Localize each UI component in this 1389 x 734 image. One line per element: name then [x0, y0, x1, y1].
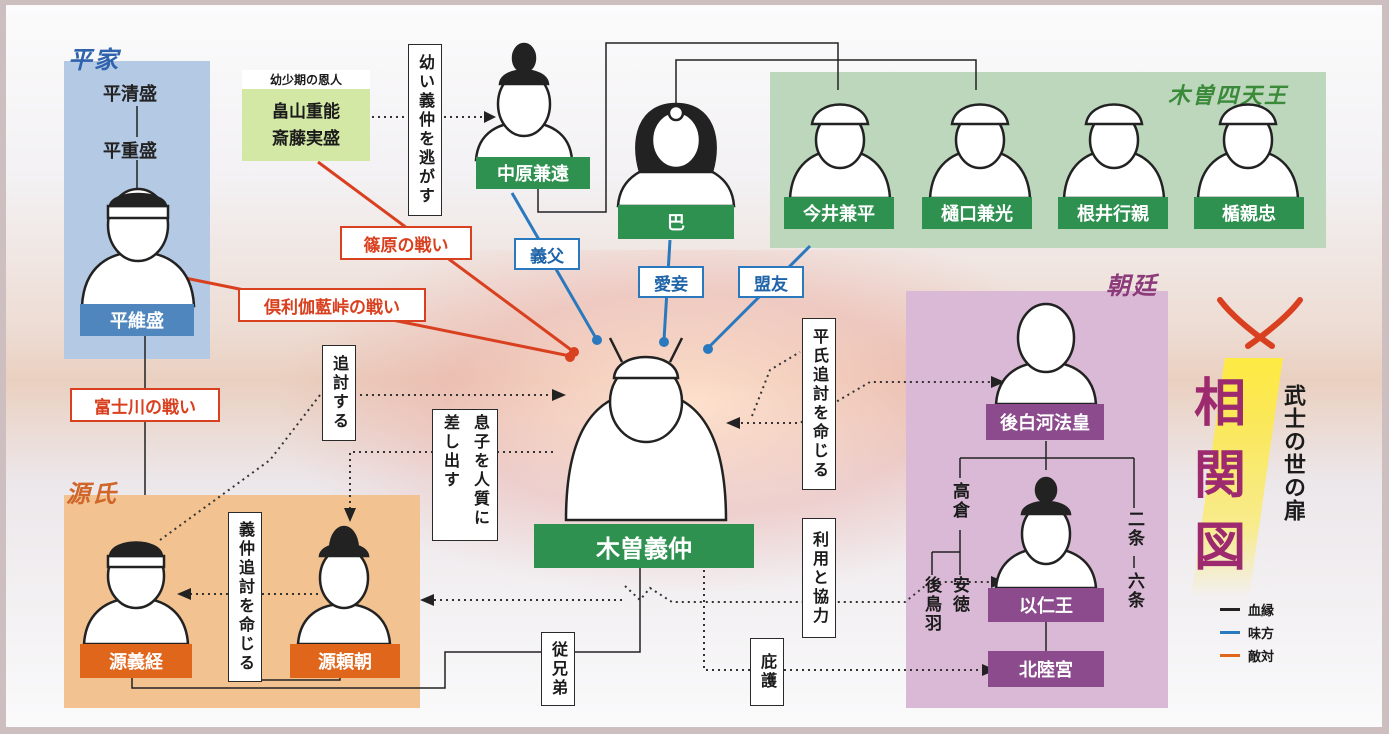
label-shinohara: 篠原の戦い — [340, 226, 472, 260]
tag-yoshitsune: 源義経 — [80, 644, 192, 678]
legend-label-blood: 血縁 — [1248, 604, 1275, 619]
tag-higuchi: 樋口兼光 — [922, 197, 1032, 229]
legend-label-enemy: 敵対 — [1248, 650, 1275, 665]
group-title-shitenno: 木曽四天王 — [1168, 83, 1289, 109]
legend-line-ally — [1220, 631, 1240, 634]
legend-label-ally: 味方 — [1248, 627, 1275, 642]
tag-nenoi: 根井行親 — [1058, 197, 1168, 229]
name-kiyomori: 平清盛 — [103, 84, 157, 105]
label-nigasu: 幼い義仲を逃がす — [408, 44, 442, 216]
group-title-heike: 平家 — [68, 45, 120, 74]
label-tsuito: 追討する — [322, 345, 356, 441]
blood-lines — [131, 42, 1135, 689]
name-antoku: 安徳 — [949, 576, 969, 614]
label-heishi-tsuito: 平氏追討を命じる — [802, 318, 836, 490]
tag-tate: 楯親忠 — [1194, 197, 1304, 229]
legend-item-ally: 味方 — [1220, 621, 1274, 644]
group-title-chotei: 朝廷 — [1106, 271, 1158, 300]
benefactor-name-1: 畠山重能 — [272, 102, 340, 122]
figures — [80, 42, 1300, 646]
legend: 血縁 味方 敵対 — [1220, 598, 1274, 667]
legend-item-blood: 血縁 — [1220, 598, 1274, 621]
group-title-genji: 源氏 — [66, 479, 118, 508]
benefactor-caption: 幼少期の恩人 — [242, 70, 370, 89]
label-higo: 庇護 — [750, 638, 784, 706]
name-takakura: 高倉 — [949, 482, 969, 520]
tag-hokurokunomiya: 北陸宮 — [988, 651, 1104, 687]
logo-char-2: 関 — [1194, 445, 1247, 506]
tag-koremori: 平維盛 — [80, 304, 194, 336]
tag-imai: 今井兼平 — [784, 197, 894, 229]
label-jukeitei: 従兄弟 — [541, 632, 575, 706]
label-gifu: 義父 — [514, 238, 580, 270]
logo-subtitle: 武士の世の扉 — [1280, 384, 1305, 522]
legend-line-blood — [1220, 608, 1240, 611]
tag-yoritomo: 源頼朝 — [290, 644, 400, 678]
logo-char-3: 図 — [1194, 517, 1247, 578]
benefactor-box: 幼少期の恩人 畠山重能 斎藤実盛 — [242, 70, 370, 161]
legend-item-enemy: 敵対 — [1220, 644, 1274, 667]
name-gotoba: 後鳥羽 — [921, 576, 941, 633]
label-aisho: 愛妾 — [638, 266, 704, 298]
name-shigemori: 平重盛 — [103, 141, 157, 162]
label-riyo: 利用と協力 — [802, 518, 836, 638]
label-yoshinaka-tsuito: 義仲追討を命じる — [228, 512, 262, 682]
swords-icon — [1217, 297, 1303, 349]
tag-yoshinaka: 木曽義仲 — [534, 524, 754, 568]
label-hitojichi: 息子を人質に差し出す — [432, 409, 498, 541]
label-fujigawa: 富士川の戦い — [70, 388, 220, 422]
name-rokujo: 六条 — [1124, 572, 1144, 610]
tag-mochihito: 以仁王 — [988, 588, 1104, 622]
title-logo: 相 関 図 武士の世の扉 — [1184, 302, 1314, 602]
benefactor-name-2: 斎藤実盛 — [272, 129, 340, 149]
tag-kanetoo: 中原兼遠 — [476, 157, 590, 189]
legend-line-enemy — [1220, 654, 1240, 657]
tag-goshirakawa: 後白河法皇 — [986, 404, 1104, 440]
label-meiyu: 盟友 — [738, 266, 804, 298]
name-nijo: 二条 — [1124, 510, 1144, 548]
label-kurikara: 倶利伽藍峠の戦い — [238, 288, 426, 322]
tag-tomoe: 巴 — [618, 205, 734, 239]
logo-char-1: 相 — [1194, 373, 1247, 434]
